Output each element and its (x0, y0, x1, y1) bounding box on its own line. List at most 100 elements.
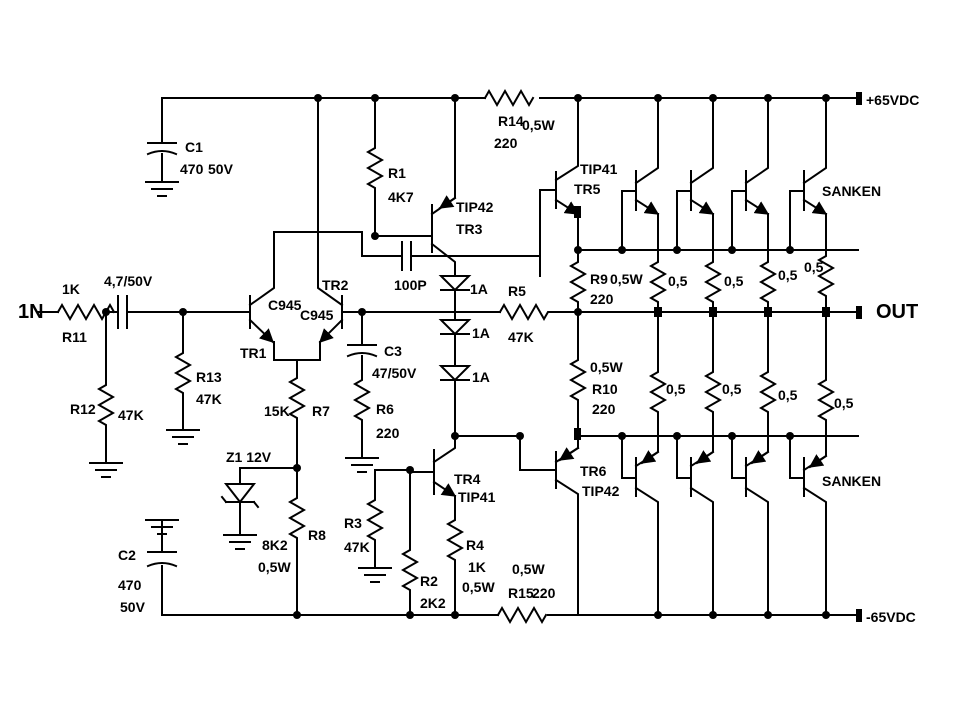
emitter-resistor-top-3: 0,5 (778, 267, 798, 283)
feedback-network (345, 302, 553, 473)
cap-100p-label: 100P (394, 277, 427, 293)
c2-label: C2 (118, 547, 136, 563)
resistor-r15 (496, 605, 548, 625)
r13-value: 47K (196, 391, 222, 407)
emitter-resistor-top-2: 0,5 (724, 273, 744, 289)
resistor-r1 (365, 94, 385, 240)
capacitor-100p (361, 236, 456, 271)
tr6-type: TIP42 (582, 483, 620, 499)
r14-label: R14 (498, 113, 524, 129)
r8-label: R8 (308, 527, 326, 543)
output-pnp-3 (731, 435, 770, 616)
c2-voltage: 50V (120, 599, 146, 615)
capacitor-c1 (145, 97, 179, 197)
resistor-r9 (568, 246, 588, 316)
r6-label: R6 (376, 401, 394, 417)
r4-value: 1K (468, 559, 486, 575)
r5-value: 47K (508, 329, 534, 345)
output-pnp-4 (789, 435, 828, 616)
output-pnp-2 (676, 435, 715, 616)
r2-value: 2K2 (420, 595, 446, 611)
r4-power: 0,5W (462, 579, 495, 595)
r15-value: 220 (532, 585, 556, 601)
r11-label: R11 (62, 329, 87, 345)
c1-voltage: 50V (208, 161, 234, 177)
d2-label: 1A (472, 325, 490, 341)
tr6-label: TR6 (580, 463, 607, 479)
r3-label: R3 (344, 515, 362, 531)
transistor-tr2 (317, 97, 363, 344)
r1-value: 4K7 (388, 189, 414, 205)
emitter-resistor-bottom-4: 0,5 (834, 395, 854, 411)
input-network (37, 295, 251, 478)
r14-value: 220 (494, 135, 518, 151)
resistor-r3 (358, 469, 411, 583)
tr2-type: C945 (300, 307, 334, 323)
resistor-r10 (568, 311, 588, 440)
r2-label: R2 (420, 573, 438, 589)
tr3-label: TR3 (456, 221, 483, 237)
negative-supply-label: -65VDC (866, 609, 916, 625)
resistor-r2 (400, 469, 420, 619)
r12-label: R12 (70, 401, 96, 417)
tr3-type: TIP42 (456, 199, 494, 215)
tr1-type: C945 (268, 297, 302, 313)
capacitor-c2 (145, 519, 179, 616)
transistor-tr3 (374, 94, 459, 273)
d3-label: 1A (472, 369, 490, 385)
transistor-tr4 (406, 435, 465, 619)
tr2-label: TR2 (322, 277, 349, 293)
r13-label: R13 (196, 369, 222, 385)
emitter-resistor-bottom-3: 0,5 (778, 387, 798, 403)
input-label: 1N (18, 301, 44, 323)
c3-value: 47/50V (372, 365, 417, 381)
tr1-label: TR1 (240, 345, 267, 361)
tr4-label: TR4 (454, 471, 481, 487)
r11-value: 1K (62, 281, 80, 297)
r8-value: 8K2 (262, 537, 288, 553)
r8-power: 0,5W (258, 559, 291, 575)
output-stage (618, 94, 836, 619)
output-label: OUT (876, 301, 918, 323)
emitter-resistor-top-1: 0,5 (668, 273, 688, 289)
r10-label: R10 (592, 381, 618, 397)
resistor-r8 (287, 467, 307, 619)
r15-power: 0,5W (512, 561, 545, 577)
r15-label: R15 (508, 585, 534, 601)
sanken-bottom-label: SANKEN (822, 473, 881, 489)
output-line (361, 306, 862, 319)
negative-rail (161, 609, 862, 622)
input-cap-value: 4,7/50V (104, 273, 153, 289)
tr4-type: TIP41 (458, 489, 496, 505)
zener-z1 (220, 467, 298, 550)
c2-value: 470 (118, 577, 142, 593)
emitter-resistor-bottom-2: 0,5 (722, 381, 742, 397)
c1-label: C1 (185, 139, 203, 155)
positive-supply-label: +65VDC (866, 92, 919, 108)
r6-value: 220 (376, 425, 400, 441)
emitter-resistor-top-4: 0,5 (804, 259, 824, 275)
r14-power: 0,5W (522, 117, 555, 133)
r7-label: R7 (312, 403, 330, 419)
sanken-top-label: SANKEN (822, 183, 881, 199)
c3-label: C3 (384, 343, 402, 359)
tr5-label: TR5 (574, 181, 601, 197)
emitter-resistor-bottom-1: 0,5 (666, 381, 686, 397)
tr5-type: TIP41 (580, 161, 618, 177)
r9-value: 220 (590, 291, 614, 307)
c1-value: 470 (180, 161, 204, 177)
positive-rail (161, 92, 862, 105)
r5-label: R5 (508, 283, 526, 299)
output-npn-3 (731, 97, 770, 251)
r1-label: R1 (388, 165, 406, 181)
r7-value: 15K (264, 403, 290, 419)
r4-label: R4 (466, 537, 484, 553)
output-npn-1 (621, 97, 660, 251)
output-npn-4 (789, 97, 828, 251)
r10-value: 220 (592, 401, 616, 417)
z1-label: Z1 12V (226, 449, 272, 465)
transistor-tr1 (248, 231, 363, 344)
r12-value: 47K (118, 407, 144, 423)
r9-label: R9 (590, 271, 608, 287)
